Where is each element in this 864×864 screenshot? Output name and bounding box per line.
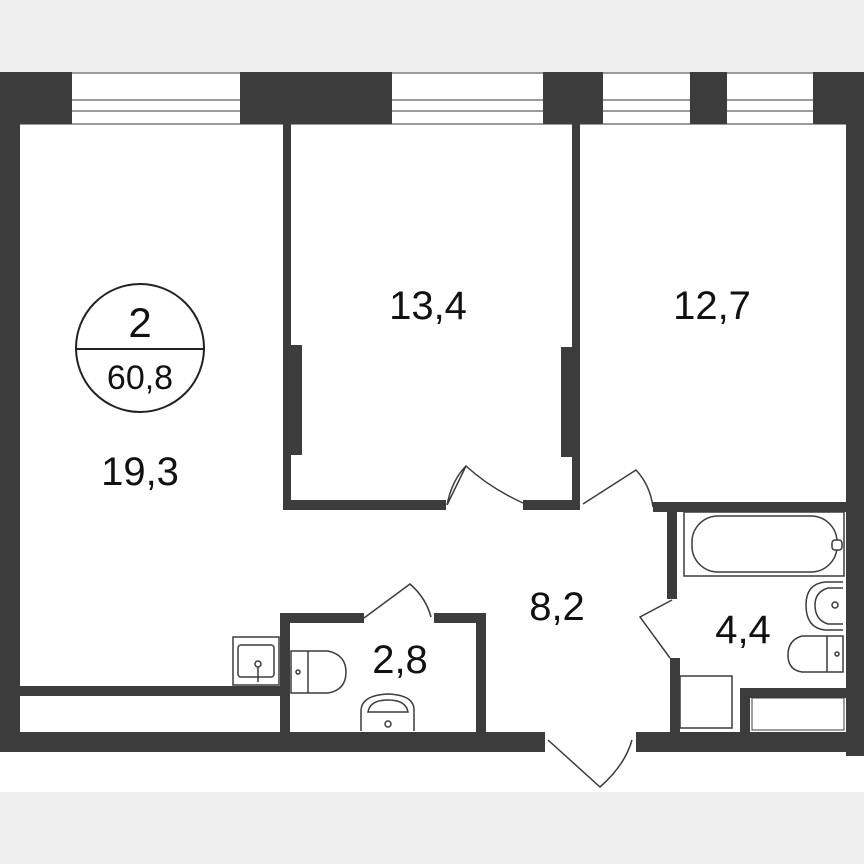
room-area-living: 19,3 xyxy=(101,450,179,494)
door-bathroom xyxy=(638,599,673,659)
room-area-bedroom-2: 12,7 xyxy=(673,284,751,328)
fixtures xyxy=(232,511,845,731)
door-entrance xyxy=(547,739,633,789)
walls xyxy=(0,72,864,756)
washing-machine xyxy=(679,675,733,729)
room-area-bathroom: 4,4 xyxy=(715,608,771,652)
room-area-bedroom-1: 13,4 xyxy=(389,284,467,328)
outer-bottom-margin xyxy=(0,792,864,864)
wc-toilet xyxy=(290,650,347,694)
door-bedroom-2 xyxy=(582,469,654,508)
door-wc xyxy=(363,583,432,619)
door-bedroom-1 xyxy=(446,464,524,506)
cabinet xyxy=(751,697,845,731)
badge-divider xyxy=(75,348,205,350)
room-area-wc: 2,8 xyxy=(372,638,428,682)
floor xyxy=(0,72,864,792)
total-area: 60,8 xyxy=(106,359,174,397)
room-area-hallway: 8,2 xyxy=(529,585,585,629)
apartment-summary-badge: 2 60,8 xyxy=(75,283,205,413)
doors xyxy=(363,464,673,789)
rooms-count: 2 xyxy=(128,299,152,346)
bathroom-toilet xyxy=(787,635,844,673)
